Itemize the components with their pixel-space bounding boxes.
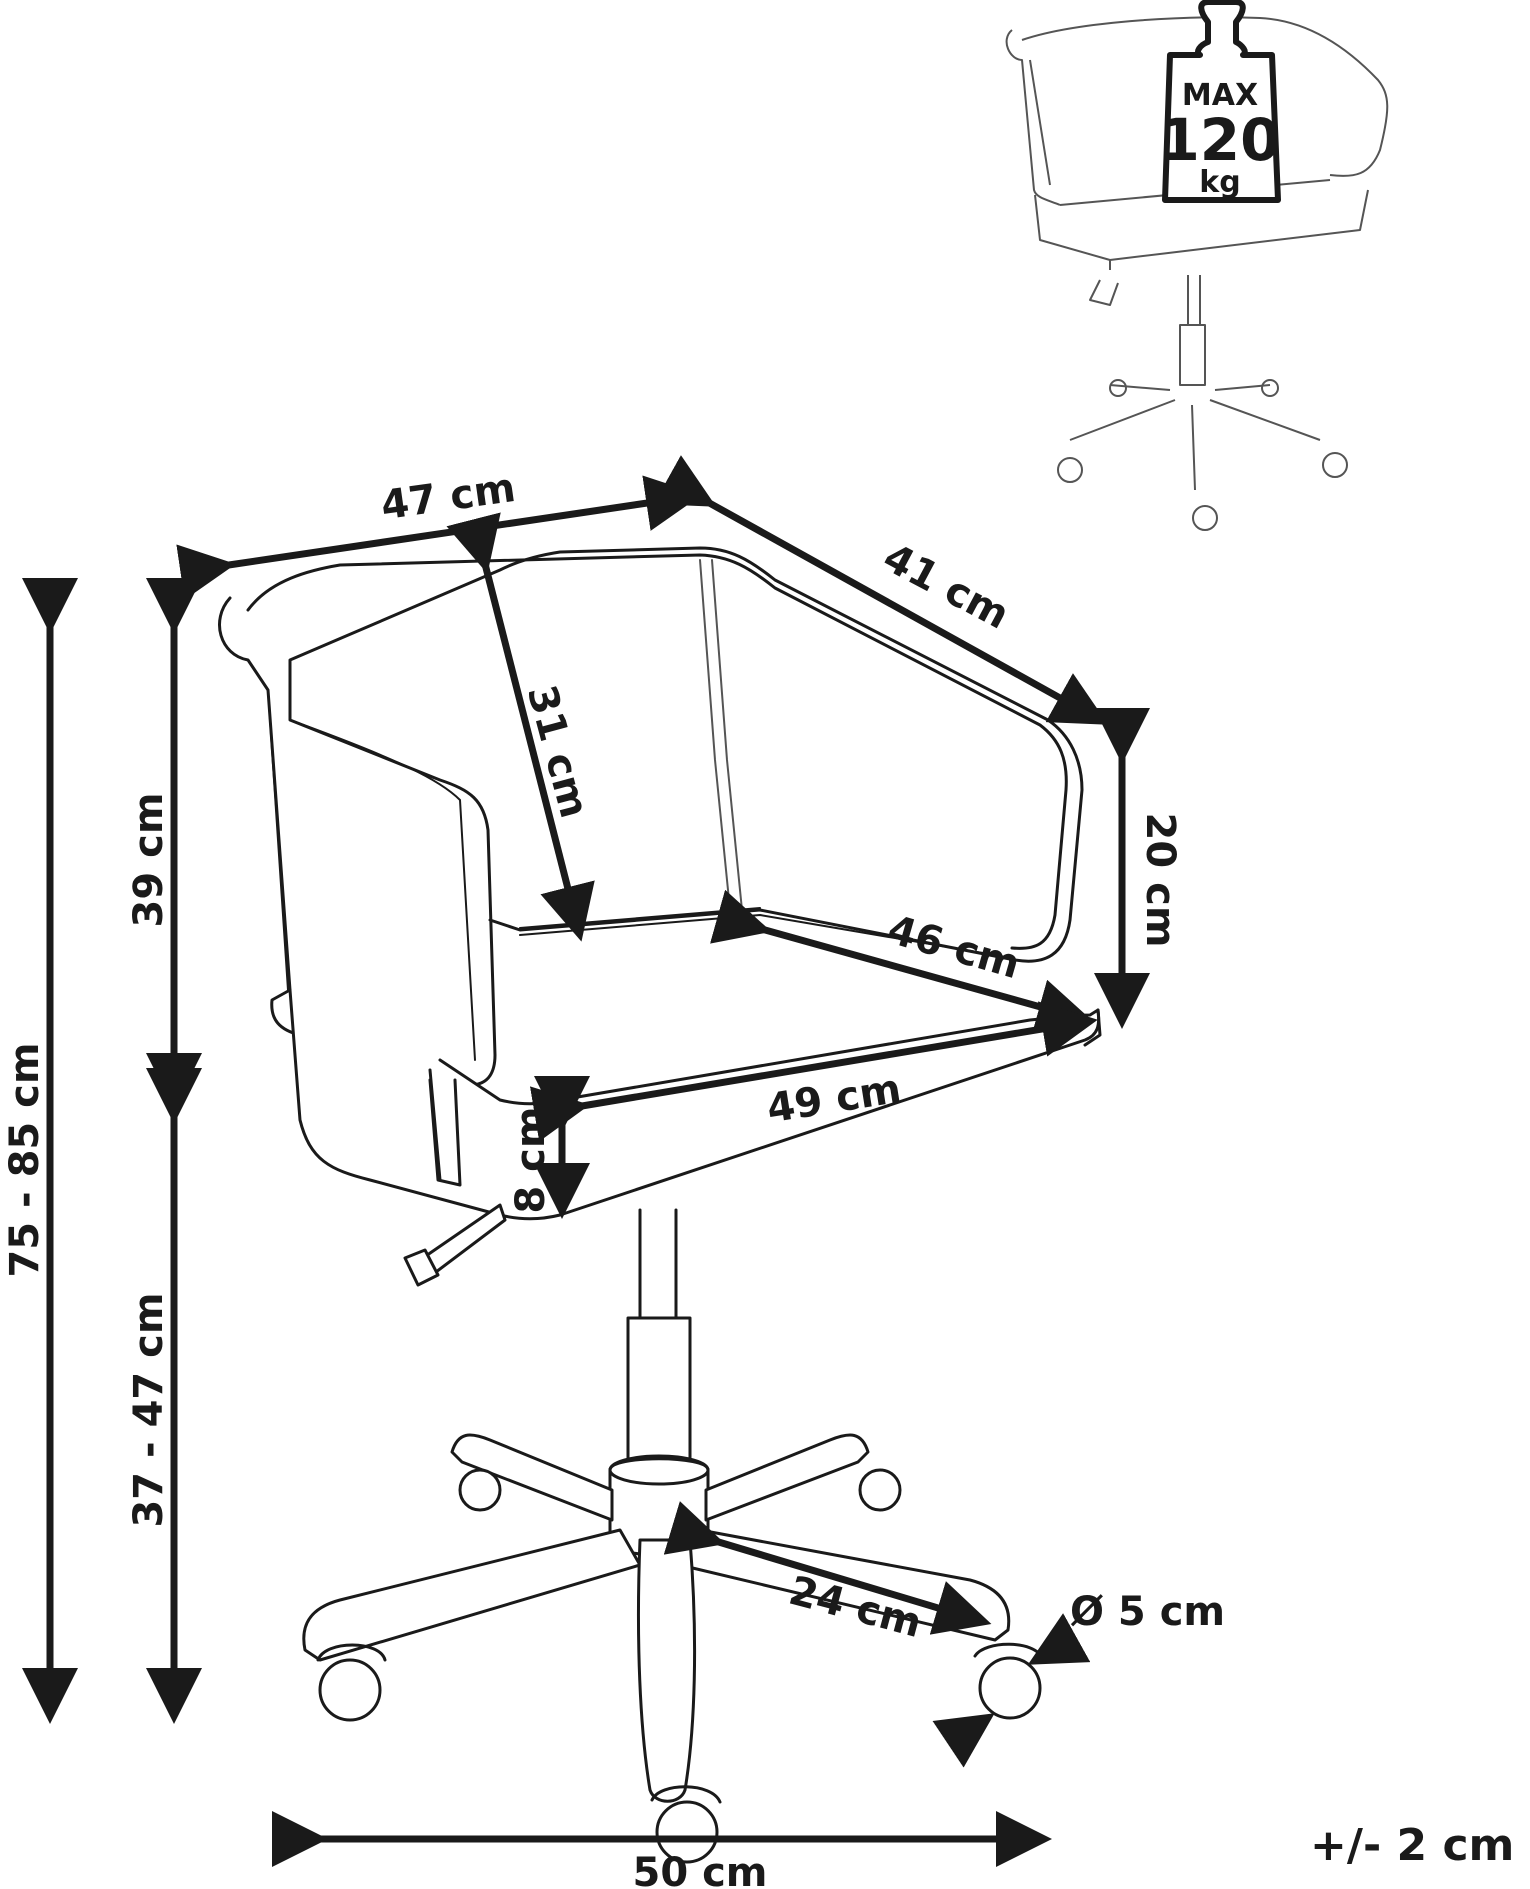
label-total-height: 75 - 85 cm [2,1042,48,1277]
label-back-height: 39 cm [126,793,172,928]
dimension-lines [22,455,1150,1867]
reference-chair-thumbnail [1005,16,1389,531]
label-armrest-depth: 41 cm [876,535,1017,639]
label-armrest-height: 20 cm [1137,813,1183,948]
label-seat-thickness: 8 cm [508,1106,554,1213]
max-load-label: MAX [1182,78,1258,113]
chair-drawing [218,546,1102,1864]
max-load-unit: kg [1199,165,1240,200]
max-load-badge: MAX 120 kg [1159,0,1281,203]
max-load-value: 120 [1159,106,1280,174]
label-back-width: 47 cm [378,465,518,529]
label-seat-height: 37 - 47 cm [126,1292,172,1527]
label-tolerance: +/- 2 cm [1310,1820,1514,1871]
label-wheel-diameter: Ø 5 cm [1070,1589,1225,1635]
weight-icon [1162,0,1281,203]
label-base-width: 50 cm [633,1850,768,1889]
